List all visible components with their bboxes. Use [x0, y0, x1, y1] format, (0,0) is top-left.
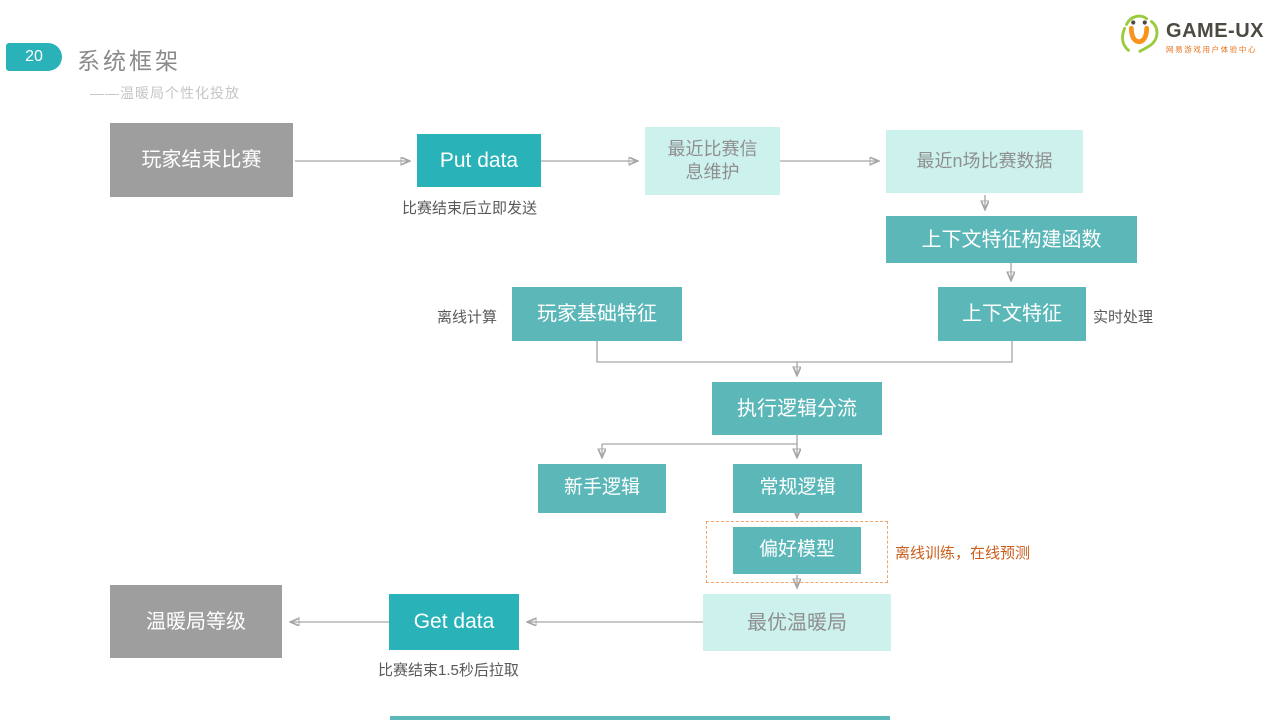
logo-tagline: 网易游戏用户体验中心	[1166, 44, 1258, 54]
node-recent-match-info: 最近比赛信 息维护	[645, 127, 780, 195]
node-logic-split: 执行逻辑分流	[712, 382, 882, 435]
footer-accent-bar	[390, 716, 890, 720]
node-put-data: Put data	[417, 134, 541, 187]
preference-model-highlight-frame	[706, 521, 888, 583]
page-title: 系统框架	[77, 48, 181, 74]
logo-smiley-icon	[1116, 12, 1162, 63]
node-context-feature: 上下文特征	[938, 287, 1086, 341]
node-recent-n-matches: 最近n场比赛数据	[886, 130, 1083, 193]
node-preference-model: 偏好模型	[733, 527, 861, 574]
node-regular-logic: 常规逻辑	[733, 464, 862, 513]
node-get-data: Get data	[389, 594, 519, 650]
get-data-note: 比赛结束1.5秒后拉取	[378, 662, 519, 679]
logo-name: GAME-UX	[1166, 19, 1264, 42]
node-newbie-logic: 新手逻辑	[538, 464, 666, 513]
realtime-label: 实时处理	[1093, 309, 1154, 326]
page-number-badge: 20	[6, 43, 62, 71]
node-player-base-feature: 玩家基础特征	[512, 287, 682, 341]
node-context-feature-builder: 上下文特征构建函数	[886, 216, 1137, 263]
page-subtitle: ——温暖局个性化投放	[90, 85, 240, 101]
node-best-warm-match: 最优温暖局	[703, 594, 891, 651]
node-warm-match-level: 温暖局等级	[110, 585, 282, 658]
node-player-end-match: 玩家结束比赛	[110, 123, 293, 197]
logo: GAME-UX 网易游戏用户体验中心	[1116, 12, 1264, 63]
put-data-note: 比赛结束后立即发送	[402, 200, 538, 217]
offline-calc-label: 离线计算	[437, 309, 498, 326]
train-note: 离线训练，在线预测	[895, 545, 1031, 562]
